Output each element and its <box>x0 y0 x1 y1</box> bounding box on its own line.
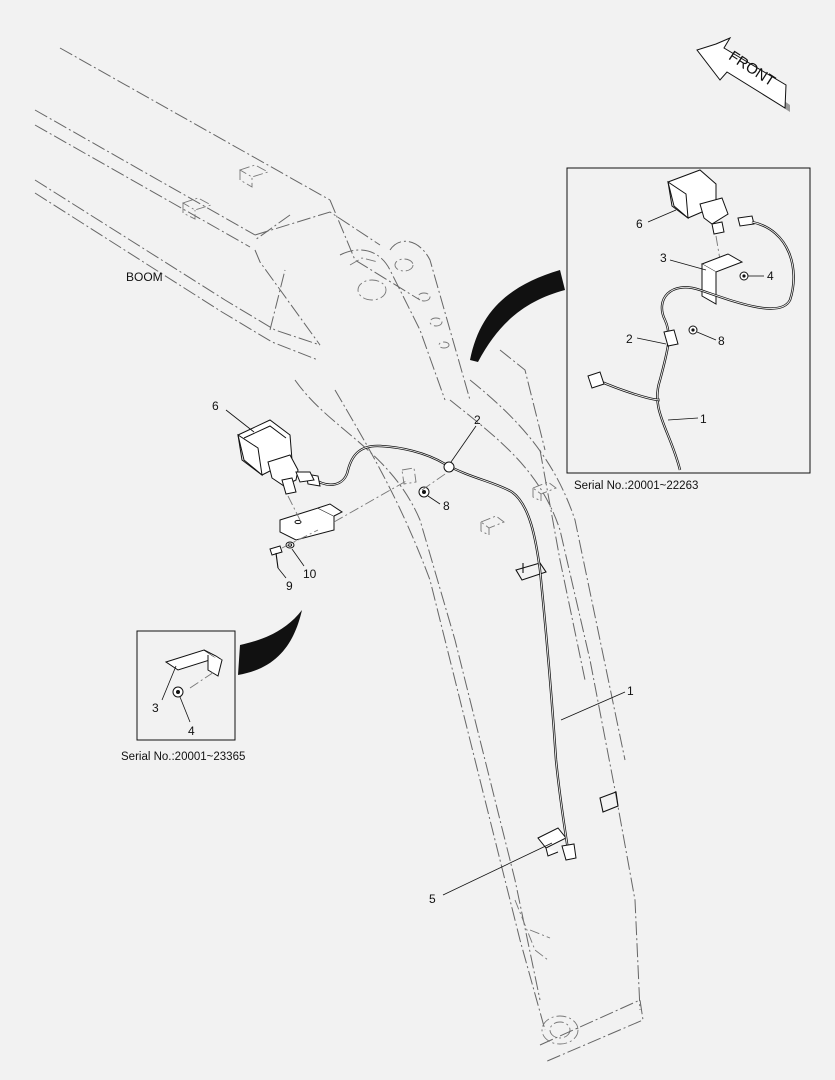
callout-inset-right-4: 4 <box>767 269 774 283</box>
front-arrow: FRONT <box>696 36 790 112</box>
main-callouts: BOOM 6 2 8 9 10 1 5 <box>126 270 634 906</box>
lamp-bracket <box>279 503 343 541</box>
callout-inset-right-1: 1 <box>700 412 707 426</box>
assembly-lines <box>281 471 449 549</box>
inset-left: 3 4 Serial No.:20001~23365 <box>121 630 245 763</box>
callout-inset-right-6: 6 <box>636 217 643 231</box>
inset-right-frame <box>566 167 811 474</box>
callout-main-1: 1 <box>627 684 634 698</box>
inset-left-caption: Serial No.:20001~23365 <box>121 751 245 763</box>
inset-right: 6 3 4 2 8 1 Serial No.:20001~22263 <box>566 167 811 492</box>
callout-inset-right-3: 3 <box>660 251 667 265</box>
callout-main-5: 5 <box>429 892 436 906</box>
inset-left-frame <box>136 630 236 741</box>
callout-main-2: 2 <box>474 413 481 427</box>
boom-outline <box>34 47 644 1063</box>
inset-right-caption: Serial No.:20001~22263 <box>574 480 698 492</box>
callout-main-9: 9 <box>286 579 293 593</box>
callout-main-8: 8 <box>443 499 450 513</box>
callout-main-10: 10 <box>303 567 317 581</box>
callout-inset-right-8: 8 <box>718 334 725 348</box>
boom-label: BOOM <box>126 270 163 284</box>
callout-inset-right-2: 2 <box>626 332 633 346</box>
detail-arrow-lower <box>238 610 302 675</box>
callout-inset-left-4: 4 <box>188 724 195 738</box>
detail-arrow-upper <box>470 270 565 362</box>
callout-inset-left-3: 3 <box>152 701 159 715</box>
cable-clips <box>515 562 619 857</box>
cable-harness <box>305 444 577 861</box>
callout-main-6: 6 <box>212 399 219 413</box>
work-lamp <box>237 419 315 495</box>
